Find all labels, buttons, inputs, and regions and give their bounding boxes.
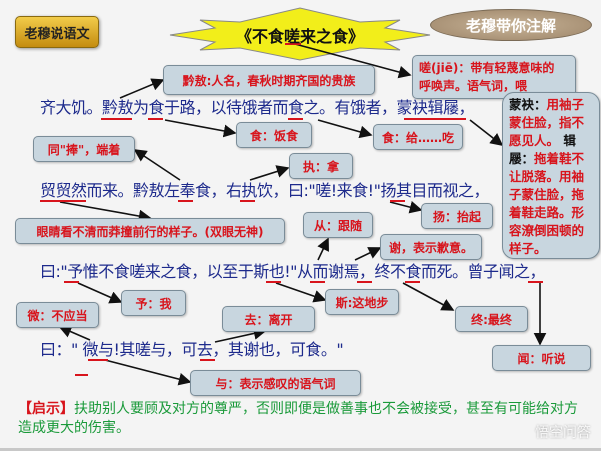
underline-marks bbox=[40, 43, 543, 376]
title-star-shape bbox=[169, 7, 431, 61]
note-wei: 微：不应当 bbox=[16, 302, 99, 328]
text-line-2: 贸贸然而来。黔敖左奉食，右执饮，曰:"嗟!来食!"扬其目而视之， bbox=[40, 181, 489, 200]
note-xie: 谢，表示歉意。 bbox=[380, 234, 482, 260]
note-wen: 闻：听说 bbox=[492, 345, 591, 371]
note-jie: 嗟(jiē)：带有轻蔑意味的 呼唤声。语气词，喂 bbox=[412, 55, 576, 99]
note-mengmei-jiju: 蒙袂：用袖子蒙住脸，指不愿见人。 辑屦：拖着鞋不让脱落。用袖子蒙住脸，拖着鞋走路… bbox=[502, 92, 600, 259]
page-title: 《不食嗟来之食》 bbox=[235, 27, 364, 46]
moral-text: 【启示】扶助别人要顾及对方的尊严，否则即便是做善事也不会被接受，甚至有可能给对方… bbox=[18, 400, 583, 438]
logo-badge: 老穆说语文 bbox=[15, 16, 99, 48]
note-yu-me: 予：我 bbox=[121, 290, 186, 316]
note-zhong: 终:最终 bbox=[455, 306, 528, 332]
note-mengmei-label: 蒙袂： bbox=[509, 97, 547, 112]
note-jiju-text: 拖着鞋不让脱落。用袖子蒙住脸，拖着鞋走路。形容潦倒困顿的样子。 bbox=[509, 151, 585, 256]
annotation-badge: 老穆带你注解 bbox=[430, 9, 592, 41]
note-jie-line1: 嗟(jiē)：带有轻蔑意味的 bbox=[419, 61, 555, 75]
note-qu: 去：离开 bbox=[222, 306, 315, 332]
moral-tag: 【启示】 bbox=[18, 401, 74, 417]
note-zhi: 执：拿 bbox=[289, 153, 353, 179]
note-jie-line2: 呼唤声。语气词，喂 bbox=[419, 79, 528, 93]
note-yang: 扬：抬起 bbox=[421, 203, 493, 229]
note-mengmei-text: 用袖子蒙住脸，指不愿见人。 bbox=[509, 97, 585, 148]
text-line-1: 齐大饥。黔敖为食于路，以待饿者而食之。有饿者，蒙袂辑屦， bbox=[40, 98, 475, 117]
note-maomao: 眼睛看不清而莽撞前行的样子。(双眼无神) bbox=[15, 218, 285, 244]
note-shi-feed: 食：给……吃 bbox=[373, 124, 463, 150]
note-qianao: 黔敖:人名，春秋时期齐国的贵族 bbox=[163, 65, 375, 95]
note-yu-particle: 与：表示感叹的语气词 bbox=[190, 370, 361, 396]
note-feng: 同"捧"，端着 bbox=[33, 136, 135, 162]
note-cong: 从：跟随 bbox=[303, 212, 373, 238]
watermark: 悟空问答 bbox=[535, 425, 591, 441]
text-line-3: 曰:"予惟不食嗟来之食，以至于斯也!"从而谢焉，终不食而死。曾子闻之， bbox=[40, 262, 546, 281]
note-shi-food: 食：饭食 bbox=[236, 122, 312, 148]
text-line-4: 曰：" 微与!其嗟与，可去，其谢也，可食。" bbox=[40, 340, 344, 359]
note-si: 斯:这地步 bbox=[325, 289, 399, 315]
moral-body: 扶助别人要顾及对方的尊严，否则即便是做善事也不会被接受，甚至有可能给对方造成更大… bbox=[18, 401, 578, 436]
note-jiju-label: 辑屦： bbox=[509, 133, 576, 166]
